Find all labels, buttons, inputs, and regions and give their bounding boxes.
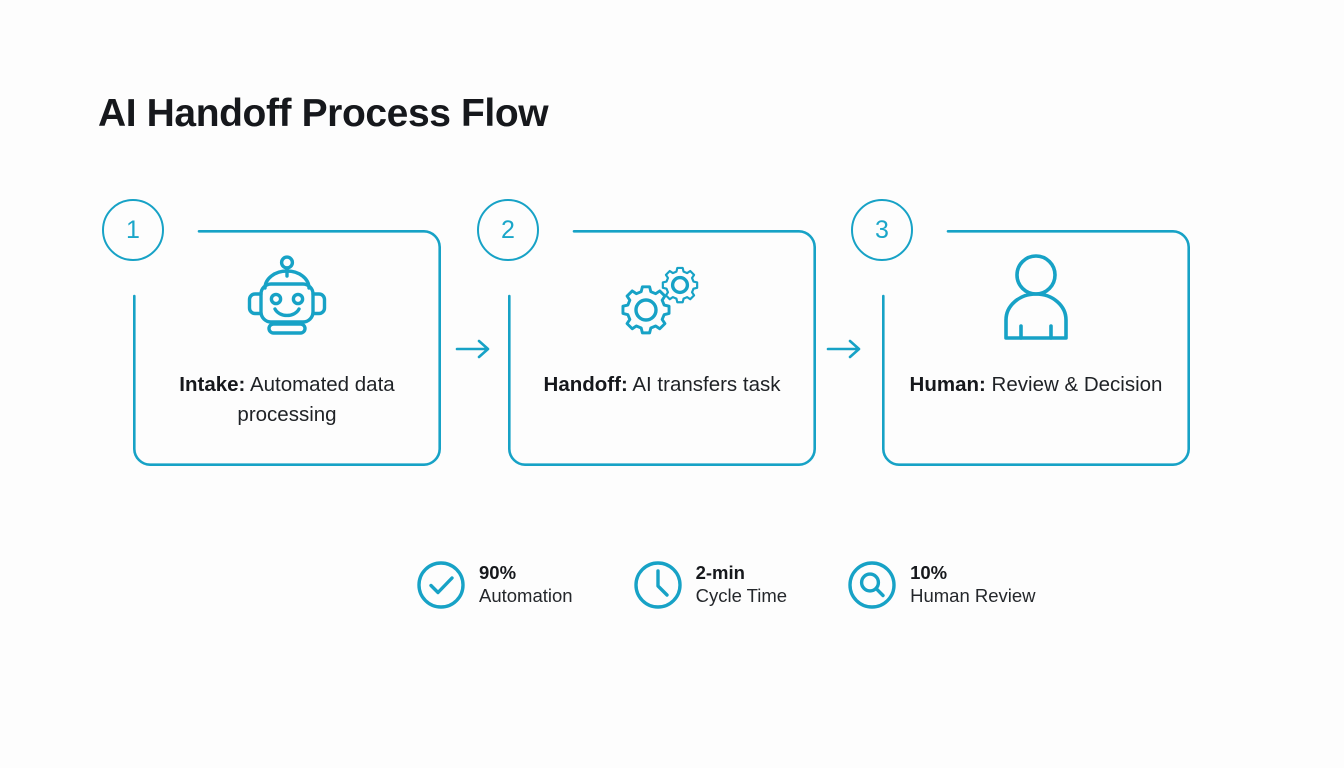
step-number-badge-1: 1 xyxy=(102,199,164,261)
arrow-right-icon xyxy=(455,339,490,359)
metric-label: Human Review xyxy=(910,585,1036,606)
step-label-bold-3: Human: xyxy=(909,373,986,396)
step-label-bold-1: Intake: xyxy=(179,373,246,396)
page-title: AI Handoff Process Flow xyxy=(98,92,549,135)
metric-automation: 90% Automation xyxy=(416,560,573,610)
step-label-rest-3: Review & Decision xyxy=(985,373,1163,396)
arrow-step1-to-step2 xyxy=(455,337,495,366)
step-label-rest-2: AI transfers task xyxy=(627,373,781,396)
step-number-badge-3: 3 xyxy=(851,199,913,261)
step-label-1: Intake: Automated data processing xyxy=(147,370,427,430)
step-number-2: 2 xyxy=(501,215,515,244)
metric-value: 90% xyxy=(479,562,517,584)
card-outline xyxy=(508,230,816,466)
card-outline xyxy=(133,230,441,466)
check-circle-icon xyxy=(417,561,465,609)
metric-text: 2-min Cycle Time xyxy=(696,562,788,607)
step-label-3: Human: Review & Decision xyxy=(896,370,1176,400)
metric-label: Automation xyxy=(479,585,573,606)
metric-human-review: 10% Human Review xyxy=(847,560,1036,610)
metric-text: 90% Automation xyxy=(479,562,573,607)
arrow-right-icon xyxy=(826,339,861,359)
metrics-row: 90% Automation 2-min Cycle Time 10% H xyxy=(416,560,1036,610)
metric-value: 2-min xyxy=(695,562,745,584)
metric-text: 10% Human Review xyxy=(910,562,1035,607)
step-number-1: 1 xyxy=(126,215,140,244)
metric-cycle-time: 2-min Cycle Time xyxy=(633,560,788,610)
search-circle-icon xyxy=(848,561,896,609)
step-card-2[interactable]: 2 Handoff: AI transfers task xyxy=(477,199,816,466)
clock-icon xyxy=(633,561,682,609)
metric-label: Cycle Time xyxy=(695,585,788,606)
step-label-bold-2: Handoff: xyxy=(543,373,628,396)
step-card-1[interactable]: 1 Intake: Automated data processing xyxy=(102,199,441,466)
arrow-step2-to-step3 xyxy=(826,337,866,366)
robot-icon xyxy=(133,252,441,344)
step-card-3[interactable]: 3 Human: Review & Decision xyxy=(851,199,1190,466)
step-label-2: Handoff: AI transfers task xyxy=(522,370,802,400)
gears-icon xyxy=(508,252,816,344)
metric-value: 10% xyxy=(910,562,948,584)
step-number-3: 3 xyxy=(875,215,889,244)
step-number-badge-2: 2 xyxy=(477,199,539,261)
card-outline xyxy=(882,230,1190,466)
person-icon xyxy=(882,252,1190,344)
step-label-rest-1: Automated data processing xyxy=(237,373,395,426)
